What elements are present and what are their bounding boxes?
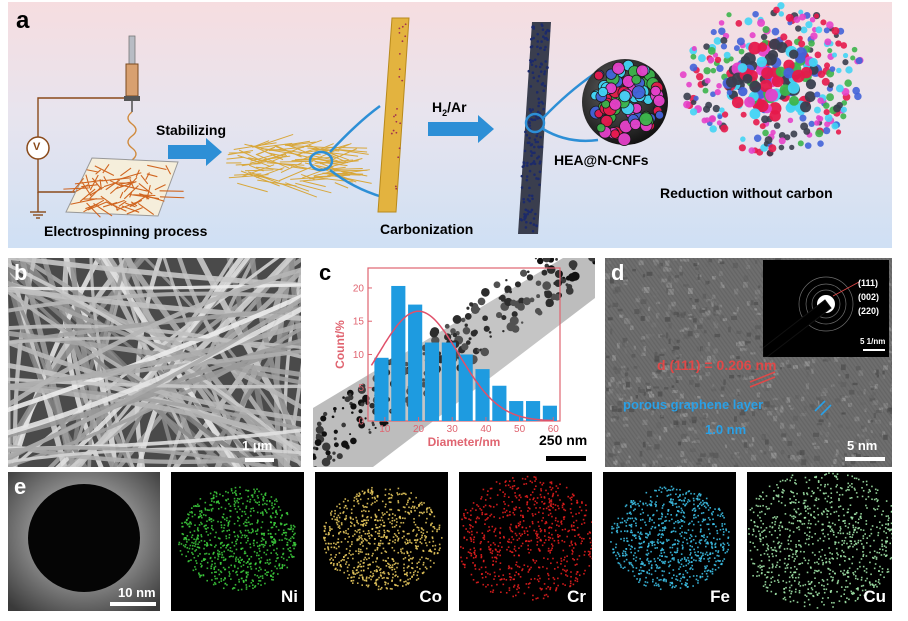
zoom-line bbox=[329, 104, 381, 153]
voltage-label: V bbox=[33, 141, 41, 153]
eds-map-co: Co bbox=[315, 472, 448, 611]
y-tick-label: 15 bbox=[353, 317, 365, 328]
saed-pattern bbox=[763, 276, 860, 357]
histogram-bar bbox=[525, 401, 541, 421]
panel-b-label: b bbox=[14, 260, 28, 285]
d-spacing-label: d (111) = 0.206 nm bbox=[657, 357, 777, 373]
haadf-image bbox=[8, 472, 160, 611]
x-axis-label: Diameter/nm bbox=[428, 435, 501, 449]
scale-bar bbox=[546, 456, 586, 461]
eds-dots-fe bbox=[610, 485, 730, 591]
scale-bar bbox=[245, 458, 274, 462]
scale-bar-label: 1 μm bbox=[242, 438, 273, 453]
panel-d-label: d bbox=[611, 260, 625, 285]
arrow-carbonization bbox=[428, 115, 494, 143]
gas-label: H2/Ar bbox=[432, 99, 467, 118]
carbonization-label: Carbonization bbox=[380, 221, 474, 237]
nanoparticle bbox=[28, 484, 140, 592]
hea-label: HEA@N-CNFs bbox=[554, 152, 649, 168]
eds-dots-cu bbox=[748, 472, 892, 609]
y-tick-label: 10 bbox=[353, 350, 365, 361]
saed-ring-label: (220) bbox=[858, 306, 880, 316]
histogram-bar bbox=[374, 357, 389, 421]
y-axis-label: Count/% bbox=[333, 320, 347, 369]
histogram-bar bbox=[424, 342, 440, 421]
x-tick-label: 20 bbox=[413, 424, 425, 435]
histogram-bar bbox=[475, 369, 490, 421]
histogram-bar bbox=[492, 385, 507, 421]
x-tick-label: 40 bbox=[480, 424, 492, 435]
fit-curve bbox=[370, 310, 554, 422]
panel-e-haadf: e 10 nm bbox=[8, 472, 160, 611]
histogram-bar bbox=[408, 304, 423, 421]
eds-map-cu: Cu bbox=[747, 472, 892, 611]
thickness-label: 1.0 nm bbox=[705, 422, 747, 437]
saed-ring-label: (002) bbox=[858, 292, 880, 302]
saed-scale-label: 5 1/nm bbox=[860, 337, 886, 346]
panel-a-label: a bbox=[16, 7, 30, 34]
collector-fibers bbox=[63, 164, 185, 218]
saed-scale-bar bbox=[863, 349, 885, 351]
panel-a: a V Stabilizing Electrospinning process … bbox=[8, 2, 892, 248]
y-tick-label: 5 bbox=[358, 383, 364, 394]
zoom-circle bbox=[524, 112, 546, 134]
eds-dots-ni bbox=[178, 486, 297, 591]
panel-d-hrtem: (111) (002) (220) 5 1/nm d d (111) = 0.2… bbox=[605, 258, 892, 467]
scale-bar-label: 250 nm bbox=[539, 432, 588, 448]
y-tick-label: 20 bbox=[353, 283, 365, 294]
hea-nanoparticle-grains bbox=[589, 59, 666, 146]
panel-b-sem: b 1 μm bbox=[8, 258, 301, 467]
x-tick-label: 10 bbox=[379, 424, 391, 435]
saed-inset: (111) (002) (220) 5 1/nm bbox=[763, 260, 889, 357]
panel-c-label: c bbox=[319, 260, 332, 285]
x-tick-label: 60 bbox=[548, 424, 560, 435]
element-label: Ni bbox=[281, 587, 298, 606]
element-label: Cu bbox=[863, 587, 886, 606]
yellow-fiber-dots bbox=[390, 23, 407, 190]
histogram-bar bbox=[509, 401, 524, 421]
carbon-fiber-nanoparticles bbox=[519, 23, 551, 233]
scale-bar-label: 10 nm bbox=[118, 585, 156, 600]
element-label: Fe bbox=[710, 587, 730, 606]
stabilizing-label: Stabilizing bbox=[156, 122, 226, 138]
zoom-line bbox=[542, 72, 595, 119]
eds-map-fe: Fe bbox=[603, 472, 736, 611]
syringe bbox=[124, 35, 140, 112]
x-tick-label: 30 bbox=[447, 424, 459, 435]
x-tick-label: 50 bbox=[514, 424, 526, 435]
scale-bar-label: 5 nm bbox=[847, 438, 878, 453]
element-label: Cr bbox=[567, 587, 586, 606]
scale-bar bbox=[845, 457, 885, 461]
eds-map-cr: Cr bbox=[459, 472, 592, 611]
graphene-layer-label: porous graphene layer bbox=[623, 397, 764, 412]
scale-bar bbox=[110, 602, 156, 606]
stabilized-mat bbox=[226, 133, 372, 198]
reduction-label: Reduction without carbon bbox=[660, 185, 833, 201]
zoom-circle bbox=[308, 150, 334, 172]
histogram-bar bbox=[542, 405, 557, 421]
saed-ring-label: (111) bbox=[858, 278, 879, 288]
histogram-bar bbox=[441, 342, 456, 421]
element-label: Co bbox=[419, 587, 442, 606]
reduced-cluster bbox=[679, 2, 864, 157]
zoom-line bbox=[542, 127, 599, 143]
electrospinning-label: Electrospinning process bbox=[44, 223, 208, 239]
y-tick-label: 0 bbox=[358, 417, 364, 428]
panel-a-schematic bbox=[26, 2, 864, 234]
ground-symbol bbox=[30, 211, 46, 219]
panel-e-label: e bbox=[14, 474, 27, 499]
sem-fibers bbox=[8, 258, 301, 467]
eds-dots-cr bbox=[460, 475, 592, 601]
voltage-source bbox=[26, 136, 50, 160]
eds-dots-co bbox=[323, 486, 443, 591]
eds-map-ni: Ni bbox=[171, 472, 304, 611]
histogram-bar bbox=[391, 285, 406, 421]
yellow-fiber bbox=[377, 17, 410, 213]
arrow-stabilizing bbox=[168, 138, 222, 166]
